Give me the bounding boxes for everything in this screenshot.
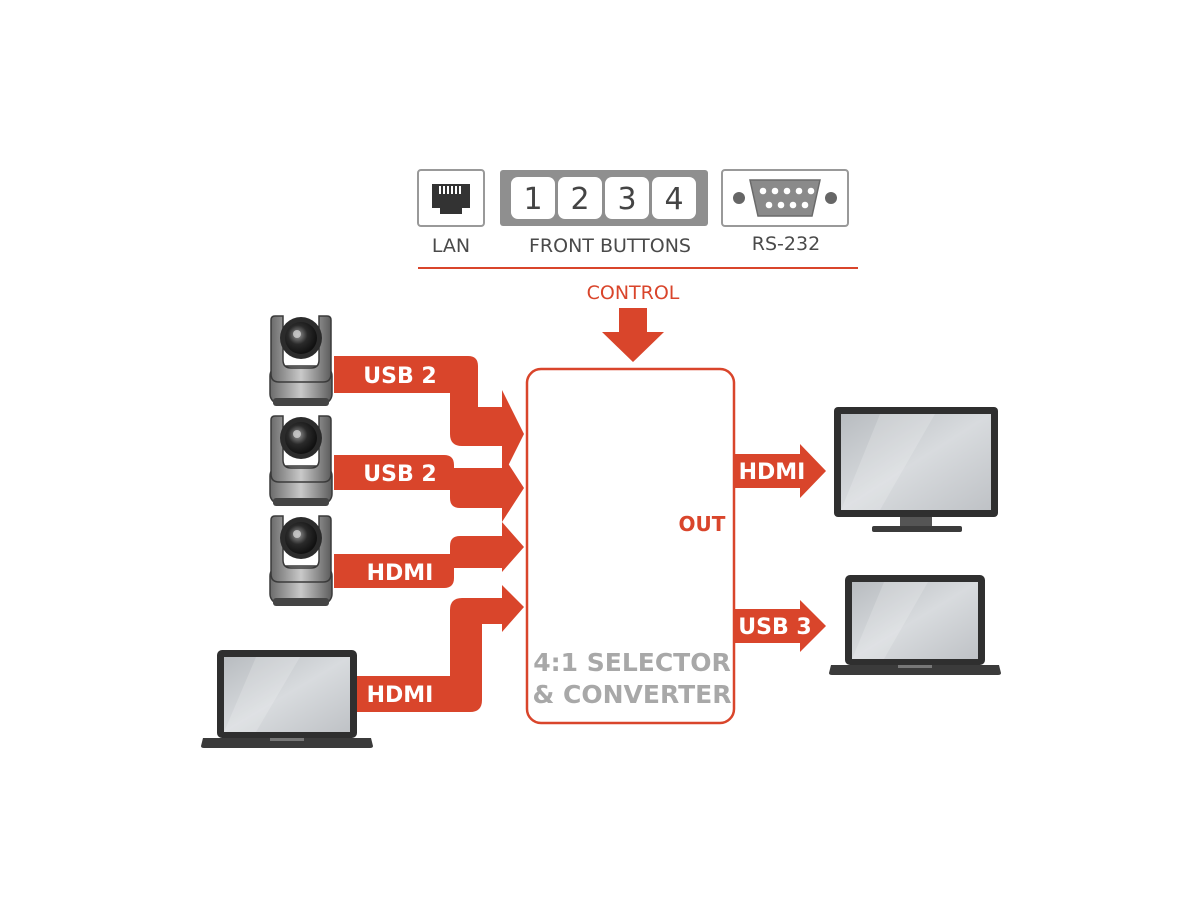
unit-out-label: OUT [679, 512, 726, 536]
input-3-arrow [334, 522, 524, 588]
control-label: CONTROL [587, 282, 680, 304]
unit-title-line2: & CONVERTER [533, 680, 732, 709]
db9-connector-icon [721, 169, 849, 227]
lan-label: LAN [432, 235, 470, 257]
laptop-icon [201, 650, 373, 748]
output-2-arrow [734, 600, 826, 652]
input-1-connection: USB 2 [363, 364, 436, 389]
front-button-2[interactable]: 2 [570, 182, 589, 217]
output-1-arrow [734, 444, 826, 498]
ptz-camera-icon [269, 315, 333, 407]
output-1-connection: HDMI [739, 460, 806, 485]
monitor-icon [834, 407, 998, 532]
output-2-connection: USB 3 [738, 615, 811, 640]
input-1-arrow [334, 356, 524, 478]
unit-title-line1: 4:1 SELECTOR [533, 648, 731, 677]
ptz-camera-icon [269, 515, 333, 607]
input-4-arrow [356, 585, 524, 712]
input-2-connection: USB 2 [363, 462, 436, 487]
output-arrows [734, 444, 826, 652]
front-button-1[interactable]: 1 [523, 182, 542, 217]
front-button-4[interactable]: 4 [664, 182, 683, 217]
input-2-arrow [334, 454, 524, 522]
lan-port-icon [417, 169, 485, 227]
control-panel: LAN 1 2 3 4 FRONT BUTTONS [417, 169, 858, 362]
laptop-icon [829, 575, 1001, 675]
front-buttons-label: FRONT BUTTONS [529, 235, 691, 257]
front-buttons-panel: 1 2 3 4 [500, 170, 708, 226]
rs232-label: RS-232 [752, 233, 820, 255]
front-button-3[interactable]: 3 [617, 182, 636, 217]
input-arrows [334, 356, 524, 712]
ptz-camera-icon [269, 415, 333, 507]
selector-converter-unit: OUT 4:1 SELECTOR & CONVERTER [525, 367, 736, 725]
input-3-connection: HDMI [367, 561, 434, 586]
input-4-connection: HDMI [367, 683, 434, 708]
control-arrow [602, 308, 664, 362]
